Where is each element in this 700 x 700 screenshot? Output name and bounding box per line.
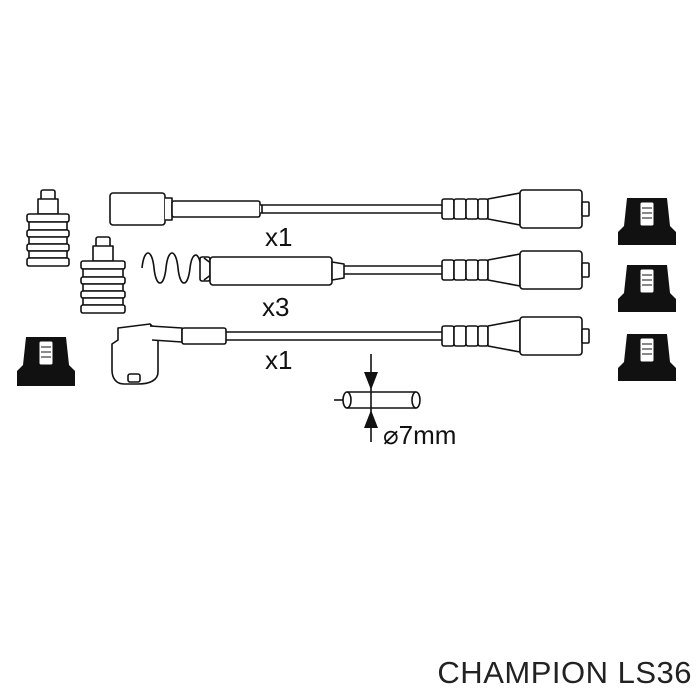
dimension-arrow-top [364,372,378,390]
quantity-label-long-cable: x3 [262,292,290,322]
coil-boot-right-middle [618,265,676,312]
coil-boot-right-top [618,198,676,245]
cable-angled [111,316,590,385]
spring-coil [141,252,201,284]
coil-boot-left-bottom [17,337,75,386]
quantity-label-angled-cable: x1 [265,345,293,375]
cable-straight [109,189,590,229]
diameter-label: ⌀7mm [383,420,457,450]
spark-plug-boot-left-middle [80,236,126,314]
quantity-label-straight-cable: x1 [265,222,293,252]
coil-boot-right-bottom [618,334,676,381]
cable-long-spring [141,250,590,290]
product-caption: CHAMPION LS36 [437,655,692,690]
spark-plug-boot-left-top [26,189,70,267]
dimension-arrow-bottom [364,410,378,428]
